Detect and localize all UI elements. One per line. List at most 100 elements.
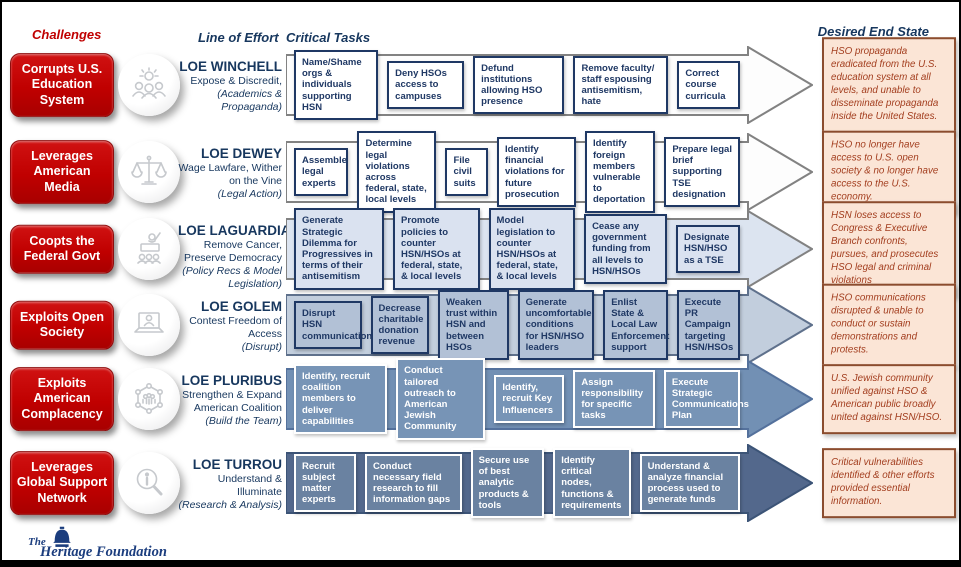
task-box: Identify, recruit Key Influencers (494, 375, 565, 423)
task-box: Assemble legal experts (294, 148, 349, 196)
loe-focus: (Policy Recs & Model Legislation) (182, 265, 282, 290)
task-box: Designate HSN/HSO as a TSE (676, 225, 740, 273)
loe-label-turrou: LOE TURROU Understand & Illuminate (Rese… (178, 457, 282, 512)
end-state-box: HSO communications disrupted & unable to… (822, 283, 956, 367)
task-box: Weaken trust within HSN and between HSOs (438, 289, 509, 360)
loe-title: LOE TURROU (192, 457, 282, 472)
loe-focus: (Academics & Propaganda) (217, 88, 282, 113)
logo-name-text: Heritage Foundation (40, 544, 167, 560)
challenge-label: Corrupts U.S. Education System (21, 62, 103, 107)
loe-title: LOE DEWEY (200, 146, 282, 161)
loe-subtitle: Wage Lawfare, Wither on the Vine (178, 162, 282, 188)
task-box: Remove faculty/ staff espousing antisemi… (573, 55, 669, 115)
loe-label-golem: LOE GOLEM Contest Freedom of Access (Dis… (178, 299, 282, 354)
laptop-person-icon (134, 312, 164, 333)
line-of-effort-header: Line of Effort (198, 30, 279, 45)
challenge-box-federal-govt: Coopts the Federal Govt (10, 224, 114, 274)
task-box: Understand & analyze financial process u… (639, 453, 740, 513)
podium-speaker-icon (137, 232, 161, 264)
loe-row-turrou: Leverages Global Support Network LOE TUR… (2, 444, 959, 522)
task-box: Enlist State & Local Law Enforcement sup… (603, 289, 669, 360)
loe-focus: (Legal Action) (217, 188, 282, 201)
task-box: Secure use of best analytic products & t… (470, 447, 545, 518)
challenge-box-global-network: Leverages Global Support Network (10, 451, 114, 515)
task-box: Identify, recruit coalition members to d… (294, 363, 388, 434)
loe-subtitle: Understand & Illuminate (217, 473, 282, 499)
icon-circle (118, 218, 180, 280)
task-box: Identify critical nodes, functions & req… (553, 447, 631, 518)
desired-end-state-header: Desired End State (817, 24, 929, 39)
loe-title: LOE WINCHELL (179, 59, 282, 74)
loe-label-laguardia: LOE LAGUARDIA Remove Cancer, Preserve De… (178, 223, 291, 290)
loe-focus: (Disrupt) (241, 341, 282, 354)
challenge-box-complacency: Exploits American Complacency (10, 367, 114, 431)
challenge-label: Exploits Open Society (19, 309, 105, 339)
loe-label-winchell: LOE WINCHELL Expose & Discredit, (Academ… (178, 59, 282, 113)
loe-row-laguardia: Coopts the Federal Govt LOE LAGUARDIA Re… (2, 201, 959, 297)
loe-subtitle: Expose & Discredit, (190, 75, 282, 87)
loe-title: LOE GOLEM (201, 299, 282, 314)
task-list: Recruit subject matter experts Conduct n… (294, 444, 740, 522)
loe-focus: (Research & Analysis) (178, 499, 282, 512)
end-state-box: HSN loses access to Congress & Executive… (822, 201, 956, 297)
task-box: Model legislation to counter HSN/HSOs at… (488, 208, 576, 290)
task-list: Disrupt HSN communications Decrease char… (294, 286, 741, 364)
task-box: Defund institutions allowing HSO presenc… (473, 55, 565, 115)
task-box: Recruit subject matter experts (294, 453, 357, 513)
magnifier-info-icon (136, 468, 163, 496)
loe-row-pluribus: Exploits American Complacency LOE PLURIB… (2, 358, 959, 440)
icon-circle (118, 452, 180, 514)
task-box: Identify foreign members vulnerable to d… (584, 131, 656, 213)
challenge-label: Coopts the Federal Govt (23, 233, 101, 263)
task-box: Disrupt HSN communications (294, 301, 378, 349)
challenge-label: Exploits American Complacency (21, 376, 103, 421)
task-box: Correct course curricula (677, 61, 740, 109)
task-box: File civil suits (445, 148, 488, 196)
task-box: Promote policies to counter HSN/HSOs at … (393, 208, 480, 290)
task-box: Assign responsibility for specific tasks (573, 369, 655, 429)
icon-circle (118, 54, 180, 116)
task-box: Identify financial violations for future… (496, 136, 576, 207)
people-idea-icon (132, 67, 166, 99)
challenge-box-education: Corrupts U.S. Education System (10, 53, 114, 117)
challenge-label: Leverages American Media (31, 149, 93, 194)
task-list: Identify, recruit coalition members to d… (294, 358, 749, 440)
task-box: Cease any government funding from all le… (584, 213, 668, 284)
task-box: Conduct necessary field research to fill… (365, 453, 462, 513)
challenge-label: Leverages Global Support Network (16, 460, 108, 505)
logo-the-text: The (28, 536, 46, 548)
task-box: Decrease charitable donation revenue (370, 295, 429, 355)
scales-icon (131, 155, 167, 185)
end-state-box: HSO no longer have access to U.S. open s… (822, 130, 956, 214)
loe-row-dewey: Leverages American Media LOE DEWEY Wage … (2, 130, 959, 214)
task-box: Determine legal violations across federa… (357, 131, 437, 213)
icon-circle (118, 141, 180, 203)
task-box: Deny HSOs access to campuses (387, 61, 465, 109)
loe-label-pluribus: LOE PLURIBUS Strengthen & Expand America… (178, 373, 282, 428)
loe-title: LOE LAGUARDIA (178, 223, 291, 238)
task-box: Conduct tailored outreach to American Je… (396, 358, 486, 440)
loe-subtitle: Strengthen & Expand American Coalition (182, 389, 282, 415)
loe-label-dewey: LOE DEWEY Wage Lawfare, Wither on the Vi… (178, 146, 282, 201)
task-list: Name/Shame orgs & individuals supporting… (294, 46, 740, 124)
loe-focus: (Build the Team) (205, 415, 282, 428)
loe-row-golem: Exploits Open Society LOE GOLEM Contest … (2, 283, 959, 367)
task-list: Assemble legal experts Determine legal v… (294, 131, 740, 213)
network-people-icon (135, 383, 163, 414)
task-box: Generate uncomfortable conditions for HS… (517, 289, 595, 360)
loe-title: LOE PLURIBUS (181, 373, 282, 388)
icon-circle (118, 294, 180, 356)
challenges-header: Challenges (32, 27, 102, 42)
challenge-box-open-society: Exploits Open Society (10, 300, 114, 350)
icon-circle (118, 368, 180, 430)
challenge-box-media: Leverages American Media (10, 140, 114, 204)
task-list: Generate Strategic Dilemma for Progressi… (294, 208, 740, 290)
task-box: Prepare legal brief supporting TSE desig… (664, 136, 740, 207)
loe-subtitle: Remove Cancer, Preserve Democracy (183, 239, 282, 265)
task-box: Generate Strategic Dilemma for Progressi… (294, 208, 385, 290)
task-box: Name/Shame orgs & individuals supporting… (294, 49, 379, 120)
end-state-box: Critical vulnerabilities identified & ot… (822, 448, 956, 518)
task-box: Execute Strategic Communications Plan (663, 369, 749, 429)
heritage-foundation-logo: The Heritage Foundation (26, 526, 167, 560)
